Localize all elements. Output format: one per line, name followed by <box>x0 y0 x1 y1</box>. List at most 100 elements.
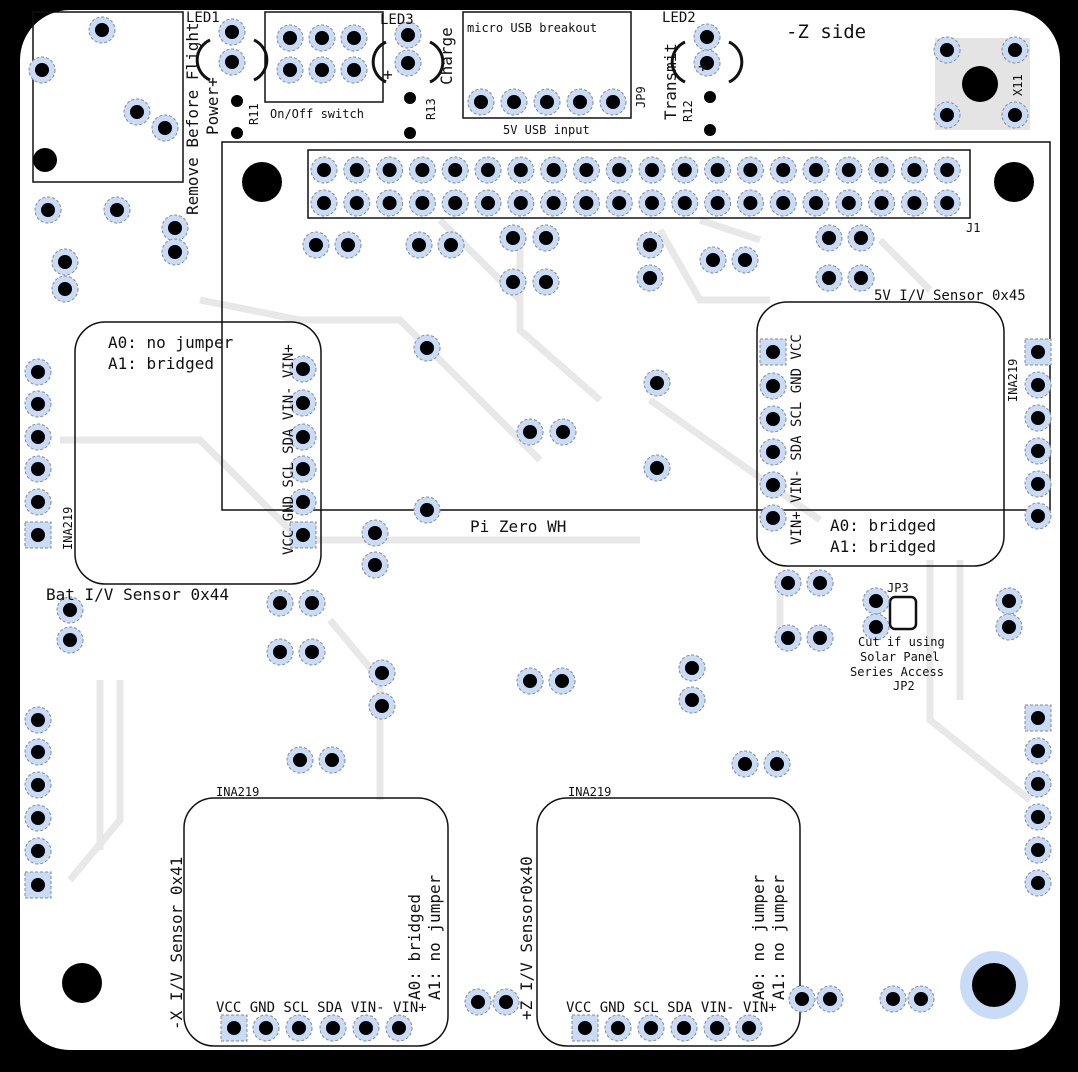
via <box>704 124 716 136</box>
pad <box>572 189 600 217</box>
pad <box>759 372 787 400</box>
j1-header-outline <box>307 149 971 219</box>
pad <box>1024 770 1052 798</box>
pad <box>56 596 84 624</box>
pad <box>847 224 875 252</box>
pad <box>736 156 764 184</box>
pad <box>413 496 441 524</box>
bat-sensor-outline <box>74 321 322 585</box>
pad <box>161 238 189 266</box>
pad <box>441 156 469 184</box>
pad <box>532 268 560 296</box>
pad <box>1024 371 1052 399</box>
xneg-a1: A1: no jumper <box>425 874 444 1000</box>
pad <box>474 156 502 184</box>
pad <box>161 214 189 242</box>
pad <box>340 24 368 52</box>
led2-label: LED2 <box>662 10 696 26</box>
pad <box>995 587 1023 615</box>
xneg-pins: VCC GND SCL SDA VIN- VIN+ <box>216 1000 427 1016</box>
pad <box>1024 437 1052 465</box>
pad <box>605 189 633 217</box>
board-outline <box>20 10 1060 1050</box>
pad <box>1024 470 1052 498</box>
pad <box>289 488 317 516</box>
zpos-chip: INA219 <box>568 785 611 799</box>
pad <box>51 248 79 276</box>
pad <box>769 189 797 217</box>
pad <box>266 638 294 666</box>
jp9-label: JP9 <box>634 86 648 108</box>
square-pad <box>759 338 787 366</box>
pad <box>464 988 492 1016</box>
pad <box>604 1014 632 1042</box>
jp3-jumper[interactable] <box>888 595 918 631</box>
pad <box>933 156 961 184</box>
pad <box>24 423 52 451</box>
mounting-hole <box>33 148 57 172</box>
pad <box>835 156 863 184</box>
pad <box>933 36 961 64</box>
pad <box>252 1014 280 1042</box>
pad <box>862 613 890 641</box>
pad <box>24 390 52 418</box>
pad <box>467 88 495 116</box>
pad <box>788 985 816 1013</box>
pad <box>815 264 843 292</box>
pad <box>703 1014 731 1042</box>
usb-title: micro USB breakout <box>467 21 597 35</box>
pad <box>549 418 577 446</box>
pad <box>103 196 131 224</box>
pad <box>437 231 465 259</box>
pad <box>24 837 52 865</box>
usb-outline <box>462 11 632 119</box>
square-pad <box>571 1014 599 1042</box>
pad <box>802 156 830 184</box>
pad <box>816 985 844 1013</box>
switch-label: On/Off switch <box>270 107 364 121</box>
pad <box>670 1014 698 1042</box>
side-label: -Z side <box>786 21 866 43</box>
pad <box>1024 803 1052 831</box>
v5-chip: INA219 <box>1006 359 1020 402</box>
pad <box>735 1014 763 1042</box>
transmit-label: Transmit <box>661 43 680 120</box>
led3-label: LED3 <box>380 12 414 28</box>
pad <box>24 804 52 832</box>
v5-pins: VIN+ VIN- SDA SCL GND VCC <box>789 334 805 545</box>
pad <box>376 156 404 184</box>
pad <box>56 626 84 654</box>
pad <box>540 156 568 184</box>
pad <box>286 746 314 774</box>
pad <box>605 156 633 184</box>
pad <box>572 156 600 184</box>
pad <box>637 1014 665 1042</box>
pad <box>516 418 544 446</box>
mounting-hole <box>972 963 1016 1007</box>
usb-input-label: 5V USB input <box>503 123 590 137</box>
pad <box>276 56 304 84</box>
pad <box>643 454 671 482</box>
pad <box>678 654 706 682</box>
pad <box>636 264 664 292</box>
square-pad <box>289 521 317 549</box>
pad <box>806 624 834 652</box>
pad <box>774 624 802 652</box>
pad <box>815 224 843 252</box>
square-pad <box>24 521 52 549</box>
pad <box>394 21 422 49</box>
pad <box>995 613 1023 641</box>
pad <box>298 638 326 666</box>
pad <box>276 24 304 52</box>
pad <box>759 504 787 532</box>
pad <box>774 569 802 597</box>
zpos-title: +Z I/V Sensor0x40 <box>517 856 536 1020</box>
zpos-a1: A1: no jumper <box>769 874 788 1000</box>
pad <box>933 189 961 217</box>
charge-plus: + <box>383 65 393 84</box>
pad <box>308 56 336 84</box>
pad <box>759 438 787 466</box>
v5-a1: A1: bridged <box>830 537 936 556</box>
cut-note-1: Cut if using <box>858 635 945 649</box>
pad <box>24 738 52 766</box>
